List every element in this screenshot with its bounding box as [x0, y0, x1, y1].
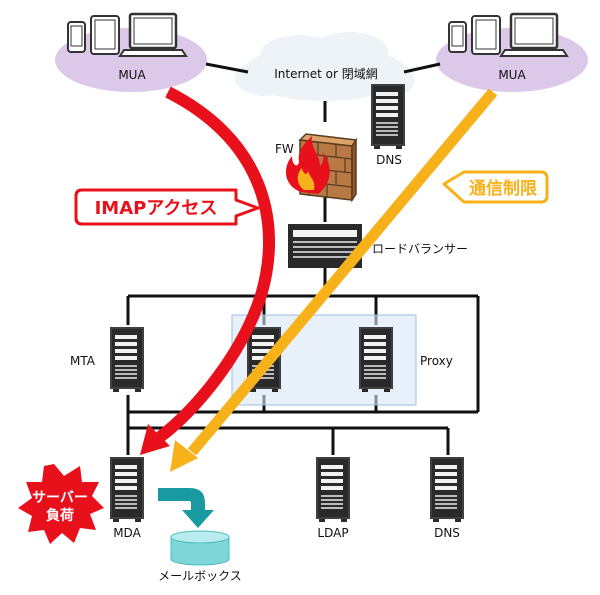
imap-access-arrow	[140, 86, 276, 455]
fw-label: FW	[275, 142, 294, 156]
load-balancer-label: ロードバランサー	[372, 242, 468, 256]
mta-label: MTA	[70, 354, 96, 368]
internet-label: Internet or 閉域網	[274, 67, 378, 81]
server-load-label-line1: サーバー	[32, 490, 88, 506]
mailbox-label: メールボックス	[158, 569, 242, 583]
dns-top-server-icon	[370, 83, 406, 150]
imap-access-label: IMAPアクセス	[95, 198, 218, 219]
ldap-label: LDAP	[317, 526, 348, 540]
traffic-limit-callout: 通信制限	[442, 170, 549, 204]
imap-access-callout: IMAPアクセス	[74, 188, 260, 226]
traffic-limit-arrow	[170, 88, 498, 472]
proxy-label: Proxy	[420, 354, 453, 368]
load-balancer-icon	[288, 224, 362, 268]
mda-label: MDA	[113, 526, 141, 540]
proxy-server-2-icon	[358, 326, 394, 393]
ldap-server-icon	[315, 456, 351, 523]
mailbox-arrow-icon	[158, 488, 214, 528]
mua-left-label: MUA	[118, 68, 146, 82]
firewall-icon	[285, 133, 358, 203]
mta-server-icon	[109, 326, 145, 393]
internet-cloud	[235, 32, 415, 101]
mua-right-label: MUA	[498, 68, 526, 82]
mailbox-database-icon	[170, 530, 230, 566]
server-load-burst: サーバー 負荷	[18, 464, 104, 544]
dns-bottom-server-icon	[429, 456, 465, 523]
traffic-limit-label: 通信制限	[469, 178, 537, 199]
dns-top-label: DNS	[376, 153, 402, 167]
server-load-label-line2: 負荷	[46, 507, 74, 524]
dns-bottom-label: DNS	[434, 526, 460, 540]
mda-server-icon	[109, 456, 145, 523]
